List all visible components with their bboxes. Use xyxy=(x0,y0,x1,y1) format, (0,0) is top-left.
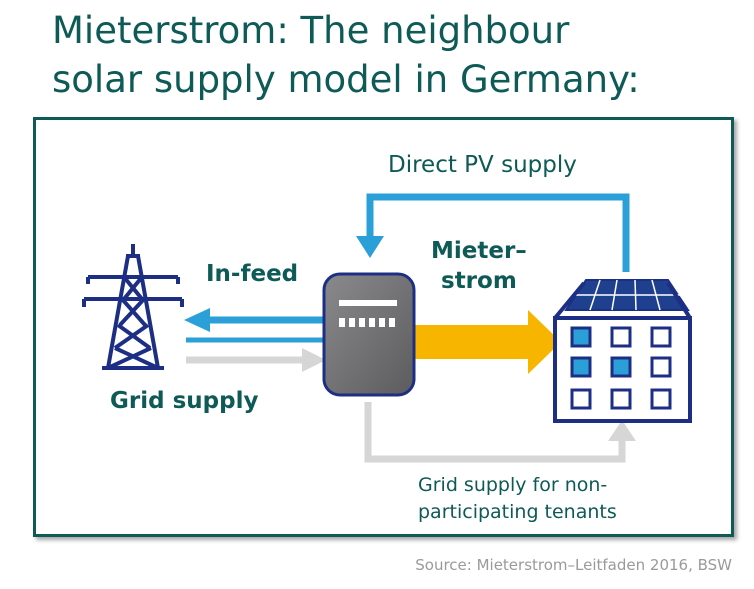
direct-pv-supply-label: Direct PV supply xyxy=(388,152,577,178)
non-participating-label: Grid supply for non- participating tenan… xyxy=(418,474,617,523)
grid-supply-arrow xyxy=(186,348,326,372)
power-pylon-icon xyxy=(82,244,184,370)
page-title: Mieterstrom: The neighbour solar supply … xyxy=(52,6,742,104)
grid-supply-label: Grid supply xyxy=(110,388,259,414)
grid-supply-nonparticipating-arrow xyxy=(364,402,636,463)
diagram-frame: Direct PV supply In-feed Mieter– strom G… xyxy=(33,117,734,537)
mieterstrom-arrow xyxy=(412,310,561,374)
in-feed-label: In-feed xyxy=(206,261,299,287)
title-line-1: Mieterstrom: The neighbour xyxy=(52,9,570,52)
mieterstrom-label: Mieter– strom xyxy=(431,238,527,294)
source-caption: Source: Mieterstrom–Leitfaden 2016, BSW xyxy=(415,556,732,574)
electricity-meter-icon xyxy=(322,272,416,397)
diagram-canvas xyxy=(82,193,692,463)
in-feed-arrow xyxy=(184,308,324,343)
title-line-2: solar supply model in Germany: xyxy=(52,58,640,101)
direct-pv-supply-arrow xyxy=(356,193,630,272)
solar-building-icon xyxy=(553,279,692,423)
